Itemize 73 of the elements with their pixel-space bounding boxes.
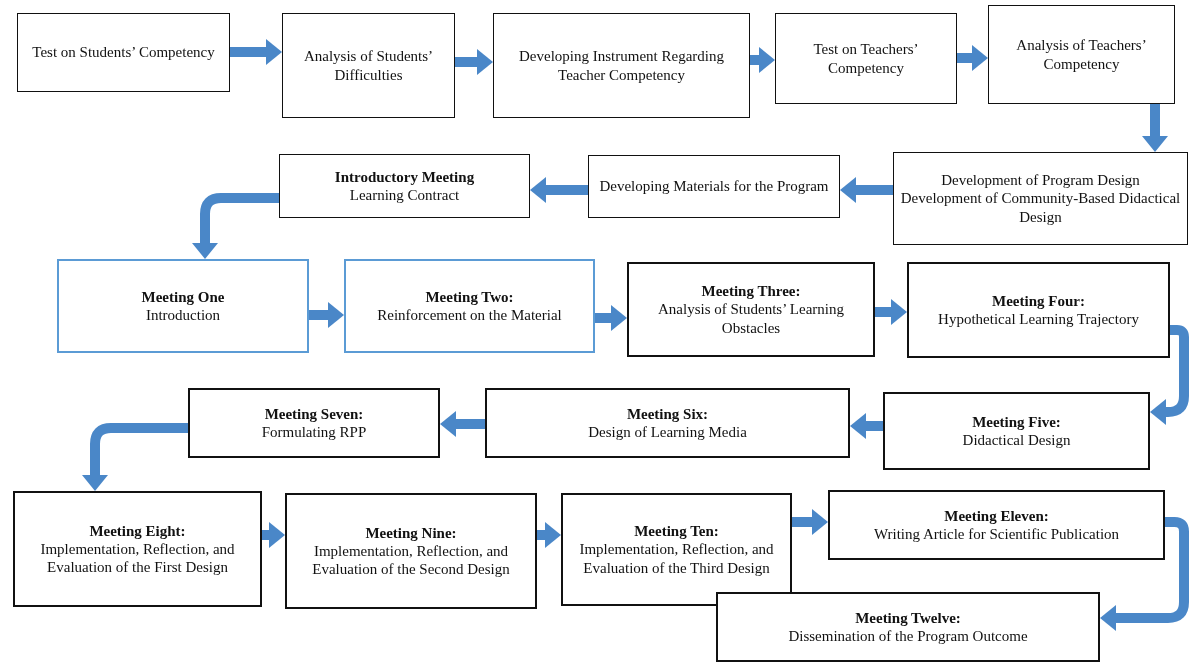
block-arrow [792,509,828,535]
step-heading: Meeting Three: [701,282,801,301]
block-arrow [1150,325,1189,425]
step-heading: Meeting Ten: [634,522,719,541]
block-arrow [957,45,988,71]
process-box [883,392,1150,470]
step-text: Didactical Design [962,431,1071,450]
step-text: Developing Materials for the Program [599,177,829,196]
step-heading: Meeting Four: [992,291,1085,310]
process-box [907,262,1170,358]
block-arrow [1142,104,1168,152]
block-arrow [850,413,883,439]
step-heading: Meeting Seven: [264,404,364,423]
process-box [588,155,840,218]
process-box [716,592,1100,662]
step-text: Design of Learning Media [588,423,747,442]
process-box [17,13,230,92]
step-heading: Meeting Twelve: [855,608,961,627]
process-box [561,493,792,606]
process-box [188,388,440,458]
process-box [279,154,530,218]
block-arrow [840,177,893,203]
step-heading: Introductory Meeting [334,167,475,186]
process-box [13,491,262,607]
step-text: Formulating RPP [261,423,367,442]
process-box [485,388,850,458]
step-text: Learning Contract [349,186,460,205]
process-box [627,262,875,357]
step-text: Analysis of Teachers’ Competency [1015,36,1148,73]
block-arrow [82,423,188,491]
step-text: Development of Community-Based Didactical Design [900,189,1181,226]
step-heading: Meeting Eight: [89,521,186,540]
step-text: Reinforcement on the Material [377,306,562,325]
step-text: Developing Instrument Regarding Teacher Competency [518,47,725,84]
step-text: Implementation, Reflection, and Evaluation of the First Design [39,539,236,577]
step-text: Analysis of Students’ Learning Obstacles [657,300,845,337]
block-arrow [875,299,907,325]
step-text: Test on Students’ Competency [32,43,215,62]
step-text: Writing Article for Scientific Publication [873,525,1120,544]
step-text: Test on Teachers’ Competency [812,40,920,77]
step-text: Analysis of Students’ Difficulties [302,47,435,84]
step-heading: Meeting Six: [626,404,709,423]
step-heading: Meeting Nine: [365,523,457,542]
process-box [828,490,1165,560]
step-text: Implementation, Reflection, and Evaluation of the Second Design [311,541,511,579]
step-heading: Meeting Two: [425,287,514,306]
block-arrow [455,49,493,75]
block-arrow [750,47,775,73]
block-arrow [440,411,485,437]
step-text: Dissemination of the Program Outcome [788,627,1028,646]
block-arrow [262,522,285,548]
process-box [988,5,1175,104]
step-heading: Meeting One [141,287,225,306]
process-box [285,493,537,609]
step-text: Introduction [145,306,221,325]
block-arrow [192,193,279,259]
block-arrow [530,177,588,203]
step-text: Development of Program Design [941,171,1140,190]
step-heading: Meeting Eleven: [944,506,1049,525]
step-heading: Meeting Five: [972,412,1061,431]
block-arrow [1100,517,1189,631]
process-box [57,259,309,353]
process-box [344,259,595,353]
block-arrow [230,39,282,65]
step-text: Hypothetical Learning Trajectory [938,310,1139,329]
step-text: Implementation, Reflection, and Evaluation of the Third Design [578,540,775,577]
block-arrow [595,305,627,331]
block-arrow [309,302,344,328]
block-arrow [537,522,561,548]
process-box [282,13,455,118]
process-box [893,152,1188,245]
process-box [493,13,750,118]
process-box [775,13,957,104]
